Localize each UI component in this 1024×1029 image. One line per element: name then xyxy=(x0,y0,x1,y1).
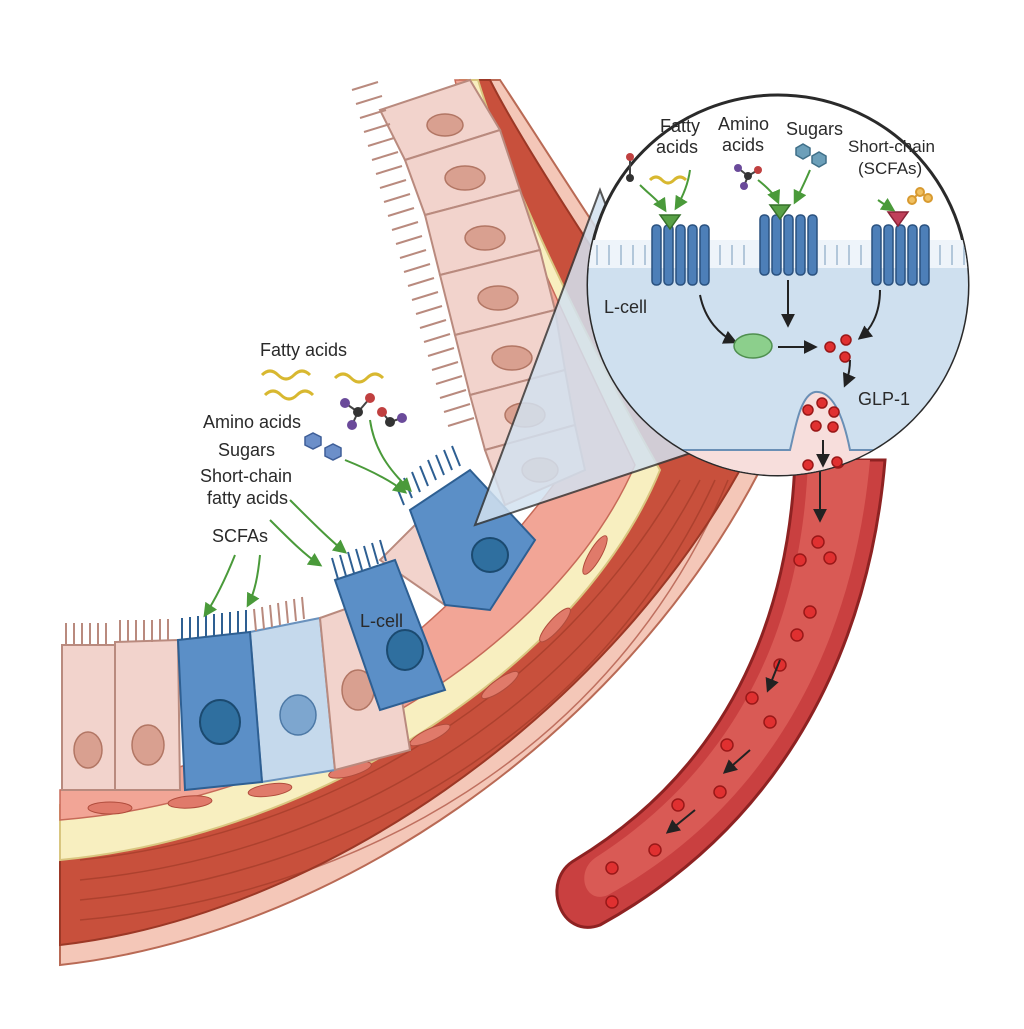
sugar-molecules xyxy=(304,432,342,461)
nutrient-arrows xyxy=(203,419,412,618)
inset-label-fatty: Fatty xyxy=(660,116,700,136)
inset-label-glp1: GLP-1 xyxy=(858,389,910,409)
blood-vessel xyxy=(555,455,887,929)
label-fatty-acids: Fatty acids xyxy=(260,340,347,360)
epithelium xyxy=(61,78,587,792)
inset-lipid-bilayer xyxy=(588,245,965,265)
inset-label-acids-1: acids xyxy=(656,137,698,157)
microvilli-upper xyxy=(351,81,475,427)
label-amino-acids: Amino acids xyxy=(203,412,301,432)
inset-scfa-ligand xyxy=(907,187,933,205)
inset-signal-arrows xyxy=(699,280,881,468)
inset-second-messenger xyxy=(733,333,773,359)
left-labels: Fatty acids Amino acids Sugars Short-cha… xyxy=(200,340,403,631)
enterocyte-column-upper xyxy=(351,78,577,452)
label-fatty-acids-2: fatty acids xyxy=(207,488,288,508)
vessel-lumen xyxy=(584,460,870,897)
inset-label-l-cell: L-cell xyxy=(604,297,647,317)
inset-sugar-ligand xyxy=(795,143,827,168)
inset-label-acids-2: acids xyxy=(722,135,764,155)
inset-amino-acid-ligand xyxy=(734,164,762,190)
capillary-cells xyxy=(87,535,608,815)
receptor-amino-acid xyxy=(759,204,818,276)
inset-fatty-acid-ligand xyxy=(626,153,688,185)
inset-label-amino: Amino xyxy=(718,114,769,134)
inset-label-sugars: Sugars xyxy=(786,119,843,139)
microvilli-l-cells xyxy=(181,539,387,640)
inset-ligand-arrows xyxy=(639,169,896,213)
l-cell-group-lower xyxy=(176,558,447,792)
glp1-granules xyxy=(802,334,852,471)
amino-acid-molecules xyxy=(340,393,407,430)
label-scfas: SCFAs xyxy=(212,526,268,546)
l-cell-bend xyxy=(395,445,537,612)
inset-label-scfas: (SCFAs) xyxy=(858,159,922,178)
label-sugars: Sugars xyxy=(218,440,275,460)
label-short-chain: Short-chain xyxy=(200,466,292,486)
inset-label-short-chain: Short-chain xyxy=(848,137,935,156)
fatty-acid-molecules xyxy=(260,369,385,401)
label-l-cell: L-cell xyxy=(360,611,403,631)
microvilli-lower xyxy=(65,596,305,645)
receptor-scfa xyxy=(871,211,930,286)
receptor-fatty-acid xyxy=(651,214,710,286)
